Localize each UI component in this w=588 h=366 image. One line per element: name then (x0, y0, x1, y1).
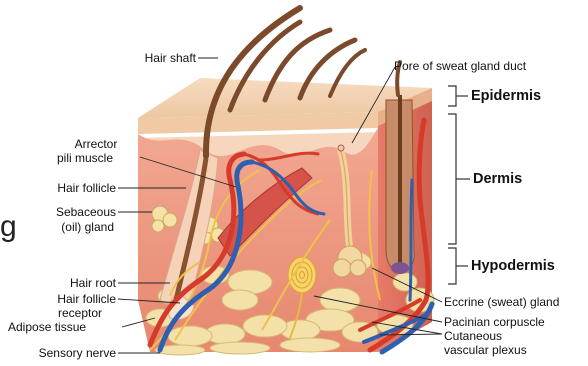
label-pili-muscle: pili muscle (30, 151, 140, 165)
label-sensory-nerve: Sensory nerve (10, 346, 116, 360)
label-hair-shaft: Hair shaft (100, 51, 196, 65)
label-hair-follicle-receptor: Hair follicle (20, 292, 116, 306)
label-hair-root: Hair root (20, 276, 116, 290)
label-pacinian-corpuscle: Pacinian corpuscle (444, 315, 545, 329)
label-adipose-tissue: Adipose tissue (8, 320, 86, 334)
label-hypodermis: Hypodermis (471, 258, 555, 274)
label-dermis: Dermis (473, 171, 522, 187)
label-vascular-plexus: vascular plexus (444, 343, 527, 357)
label-sebaceous: Sebaceous (20, 205, 116, 219)
layer-brackets (448, 86, 470, 284)
label-epidermis: Epidermis (471, 88, 541, 104)
label-arrector: Arrector (48, 137, 144, 151)
label-oil-gland: (oil) gland (20, 220, 114, 234)
label-cutaneous: Cutaneous (444, 329, 502, 343)
label-pore-of-sweat-gland-duct: Pore of sweat gland duct (394, 59, 526, 73)
label-eccrine-sweat-gland: Eccrine (sweat) gland (444, 295, 559, 309)
label-hair-follicle: Hair follicle (20, 181, 116, 195)
cropped-text-fragment: g (0, 212, 17, 242)
label-receptor: receptor (40, 306, 120, 320)
